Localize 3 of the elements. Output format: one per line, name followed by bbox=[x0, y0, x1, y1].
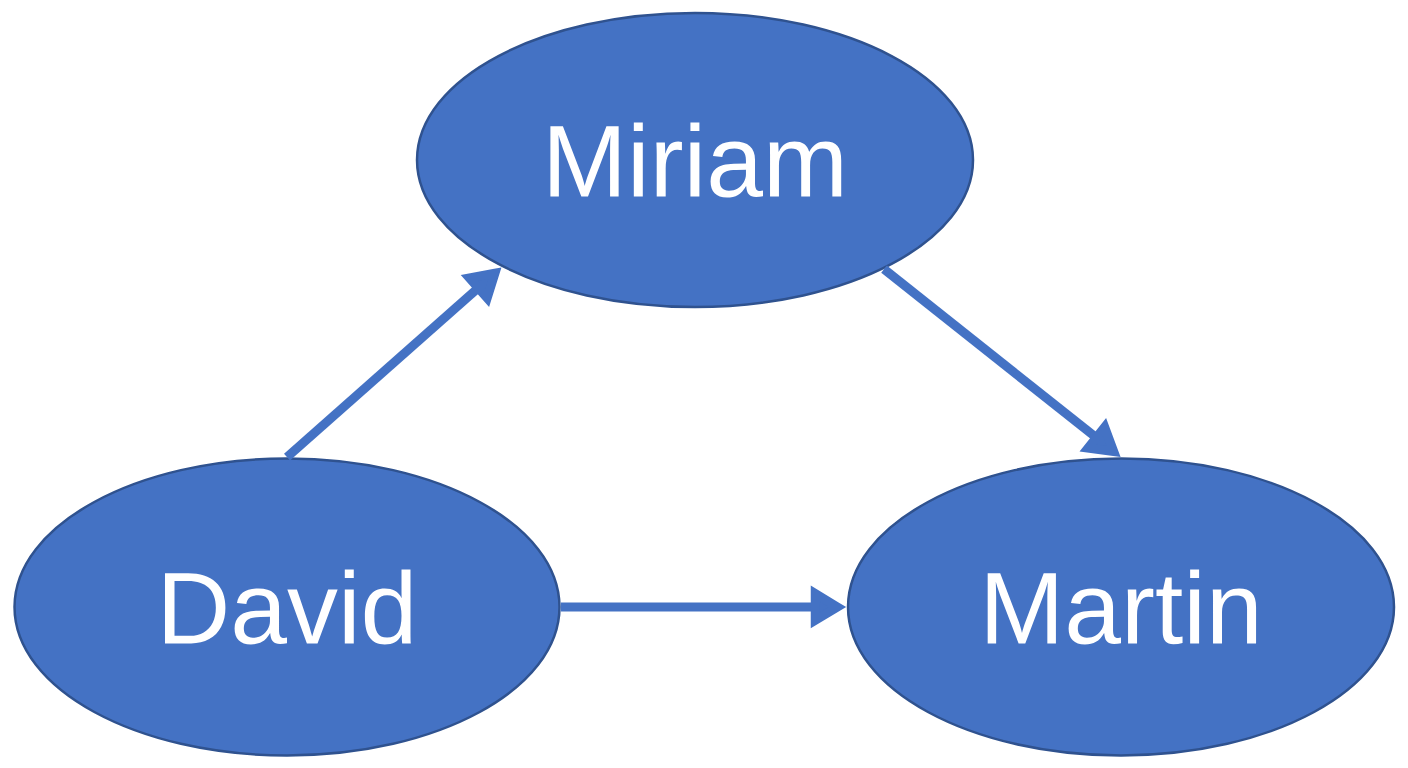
ellipse-node: Miriam bbox=[415, 11, 975, 309]
ellipse-node: David bbox=[13, 457, 561, 757]
ellipse-node: Martin bbox=[846, 457, 1396, 757]
